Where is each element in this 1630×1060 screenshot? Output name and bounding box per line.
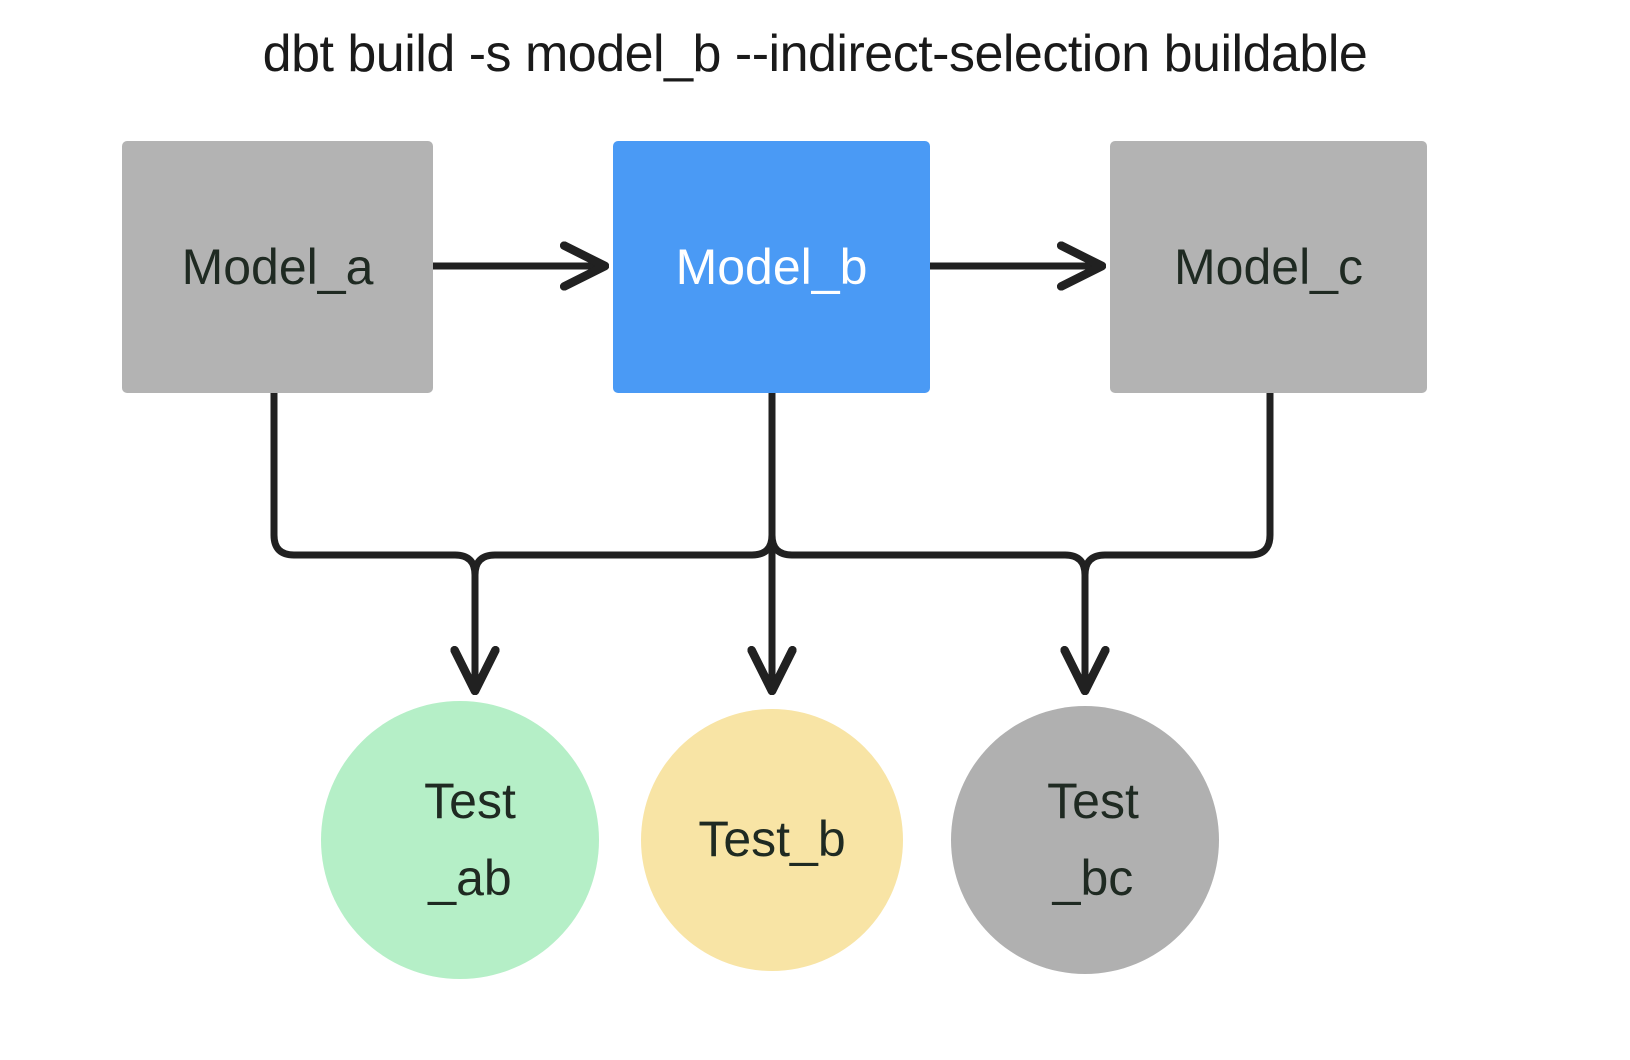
node-model-b[interactable]: Model_b [613,141,930,393]
node-test-b-label: Test_b [698,811,846,868]
node-test-ab[interactable]: Test _ab [321,701,599,979]
edge-model-b-to-test-ab [471,389,776,693]
node-test-bc[interactable]: Test _bc [951,706,1219,974]
node-model-a-label: Model_a [181,238,374,295]
edge-model-a-to-test-ab [270,389,475,689]
node-test-b[interactable]: Test_b [641,709,903,971]
node-model-c-label: Model_c [1174,238,1363,295]
node-model-c[interactable]: Model_c [1110,141,1427,393]
node-test-bc-label: Test _bc [1047,772,1139,907]
edge-model-b-to-test-bc [768,389,1085,689]
node-test-ab-label: Test _ab [424,772,516,907]
node-model-b-label: Model_b [675,238,868,295]
node-model-a[interactable]: Model_a [122,141,433,393]
edge-model-c-to-test-bc [1081,389,1274,693]
page-title: dbt build -s model_b --indirect-selectio… [262,25,1368,83]
